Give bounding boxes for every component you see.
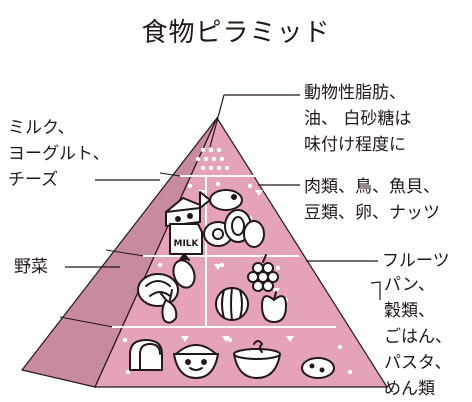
label-protein-line-2: 豆類、卵、ナッツ <box>304 203 440 223</box>
soup-bowl-illustration <box>233 340 281 379</box>
milk-carton-text: MILK <box>173 239 199 249</box>
label-grains-line-5: めん類 <box>384 379 435 399</box>
fish-illustration <box>199 189 243 211</box>
connector-fats <box>209 94 300 148</box>
apple-illustration <box>261 291 287 323</box>
side-tier-lines <box>59 172 181 328</box>
bread-illustration <box>129 339 163 371</box>
label-dairy-line-2: ヨーグルト、 <box>8 144 110 164</box>
label-fruits: フルーツ <box>382 251 450 271</box>
label-protein: 肉類、鳥、魚貝、 豆類、卵、ナッツ <box>304 174 440 226</box>
label-dairy: ミルク、 ヨーグルト、 チーズ <box>8 115 110 193</box>
grapes-illustration <box>247 254 279 292</box>
page-title: 食物ピラミッド <box>141 18 331 48</box>
watermelon-illustration <box>215 287 249 321</box>
rice-bowl-illustration <box>173 344 219 379</box>
label-fats: 動物性脂肪、 油、 白砂糖は 味付け程度に <box>304 80 411 158</box>
front-tier-lines <box>112 175 336 328</box>
label-protein-line-1: 肉類、鳥、魚貝、 <box>304 177 440 197</box>
potato-illustration <box>301 357 335 379</box>
label-dairy-line-1: ミルク、 <box>8 118 75 138</box>
label-fats-line-3: 味付け程度に <box>304 135 406 155</box>
eggplant-illustration <box>172 253 196 289</box>
connector-grains <box>370 281 381 300</box>
label-grains: パン、 穀類、 ごはん、 パスタ、 めん類 <box>384 272 452 402</box>
label-fats-line-2: 油、 白砂糖は <box>304 109 412 129</box>
label-grains-line-4: パスタ、 <box>384 353 452 373</box>
egg-illustration <box>243 220 265 248</box>
milk-carton-illustration: MILK <box>169 223 203 255</box>
label-fats-line-1: 動物性脂肪、 <box>304 83 406 103</box>
label-grains-line-1: パン、 <box>384 275 435 295</box>
cheese-illustration <box>165 197 201 227</box>
connector-lines <box>65 94 381 300</box>
label-vegetables: 野菜 <box>14 257 48 277</box>
radish-illustration <box>159 289 178 324</box>
label-grains-line-2: 穀類、 <box>384 301 435 321</box>
label-dairy-line-3: チーズ <box>8 170 59 190</box>
label-grains-line-3: ごはん、 <box>384 327 452 347</box>
